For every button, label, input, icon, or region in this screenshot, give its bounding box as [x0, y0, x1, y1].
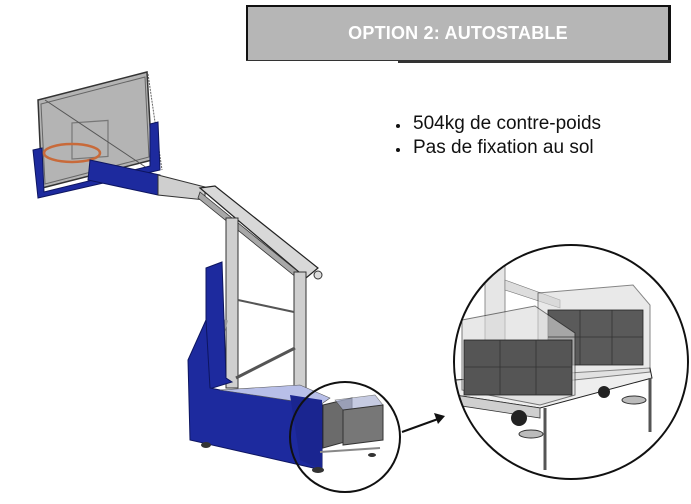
bullet-icon	[396, 148, 400, 152]
callout-circle-small	[289, 381, 401, 493]
feature-item: 504kg de contre-poids	[396, 112, 601, 136]
header-underline-shadow	[398, 60, 671, 63]
feature-item: Pas de fixation au sol	[396, 136, 601, 160]
callout-arrow-icon	[401, 413, 445, 433]
feature-label: 504kg de contre-poids	[413, 113, 602, 134]
header-underline	[246, 60, 399, 61]
feature-label: Pas de fixation au sol	[413, 137, 594, 158]
zoom-detail	[453, 244, 689, 480]
backboard	[32, 71, 163, 199]
section-title: OPTION 2: AUTOSTABLE	[348, 23, 568, 43]
section-header: OPTION 2: AUTOSTABLE	[246, 5, 671, 60]
boom-arm	[87, 159, 323, 283]
feature-list: 504kg de contre-poids Pas de fixation au…	[396, 112, 601, 160]
base-chassis	[187, 261, 331, 473]
mast-frame	[208, 217, 307, 423]
callout-circle-large	[453, 244, 689, 480]
counterweight-small	[319, 394, 384, 457]
bullet-icon	[396, 124, 400, 128]
